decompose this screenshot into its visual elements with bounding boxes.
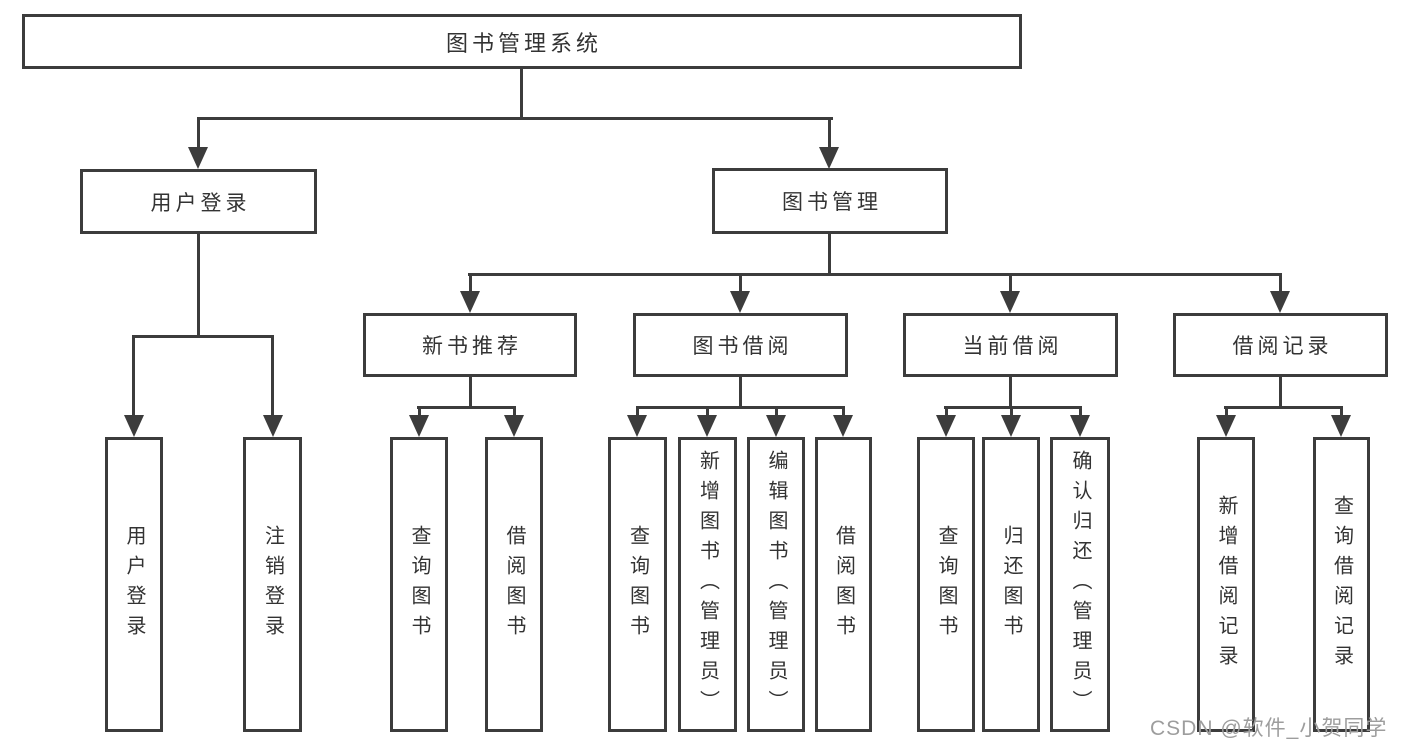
arrowhead-cb-query [936,415,956,437]
leaf-borrow-borrow: 借阅图书 [815,437,872,732]
connector-drop-bb-add [706,406,709,417]
csdn-watermark: CSDN @软件_小贺同学 [1150,717,1388,740]
connector-drop-cb-return [1010,406,1013,417]
connector-drop-br-add [1225,406,1228,417]
leaf-current-query: 查询图书 [917,437,975,732]
connector-drop-leaf-login [132,335,135,417]
node-current-borrow: 当前借阅 [903,313,1118,377]
connector-drop-leaf-logout [271,335,274,417]
arrowhead-leaf-login [124,415,144,437]
connector-drop-cb-query [945,406,948,417]
leaf-records-query-label: 查询借阅记录 [1330,494,1353,675]
leaf-logout-label: 注销登录 [261,524,284,645]
arrowhead-new-books [460,291,480,313]
connector-drop-nb-borrow [513,406,516,417]
leaf-borrow-query-label: 查询图书 [626,524,649,645]
connector-book-management-stem [828,234,831,276]
leaf-logout: 注销登录 [243,437,302,732]
connector-drop-user-login [197,117,200,149]
node-root-system-label: 图书管理系统 [445,30,602,56]
leaf-borrow-query: 查询图书 [608,437,667,732]
node-book-borrow: 图书借阅 [633,313,848,377]
connector-drop-bb-borrow [842,406,845,417]
node-user-login: 用户登录 [80,169,317,234]
arrowhead-nb-query [409,415,429,437]
arrowhead-current-borrow [1000,291,1020,313]
arrowhead-user-login [188,147,208,169]
leaf-current-return-label: 归还图书 [1000,524,1022,645]
arrowhead-book-management [819,147,839,169]
node-root-system: 图书管理系统 [22,14,1022,69]
leaf-newbooks-borrow-label: 借阅图书 [503,524,525,645]
leaf-current-confirm-admin-label: 确认归还（管理员） [1069,449,1091,720]
leaf-borrow-borrow-label: 借阅图书 [832,524,855,645]
connector-current-borrow-stem [1009,377,1012,408]
node-borrow-records: 借阅记录 [1173,313,1388,377]
arrowhead-book-borrow [730,291,750,313]
leaf-newbooks-query: 查询图书 [390,437,448,732]
connector-drop-current-borrow [1009,273,1012,293]
arrowhead-bb-borrow [833,415,853,437]
connector-drop-bb-edit [775,406,778,417]
leaf-records-add: 新增借阅记录 [1197,437,1255,732]
leaf-borrow-add-admin-label: 新增图书（管理员） [696,449,719,720]
leaf-current-query-label: 查询图书 [935,524,957,645]
connector-drop-br-query [1340,406,1343,417]
node-book-management: 图书管理 [712,168,948,234]
leaf-borrow-edit-admin: 编辑图书（管理员） [747,437,805,732]
connector-level1-hline [197,117,833,120]
connector-root-stem [520,69,523,120]
node-user-login-label: 用户登录 [150,191,251,215]
arrowhead-bb-query [627,415,647,437]
connector-drop-book-borrow [739,273,742,293]
connector-book-borrow-stem [739,377,742,408]
leaf-records-add-label: 新增借阅记录 [1215,494,1237,675]
arrowhead-leaf-logout [263,415,283,437]
leaf-current-return: 归还图书 [982,437,1040,732]
node-new-book-recommend-label: 新书推荐 [422,335,522,358]
node-current-borrow-label: 当前借阅 [962,335,1063,358]
connector-level3-hline [468,273,1282,276]
connector-new-books-stem [469,377,472,408]
node-book-management-label: 图书管理 [782,191,882,214]
arrowhead-bb-edit [766,415,786,437]
connector-drop-bb-query [636,406,639,417]
arrowhead-borrow-records [1270,291,1290,313]
connector-drop-new-books [469,273,472,293]
leaf-borrow-edit-admin-label: 编辑图书（管理员） [765,449,787,720]
leaf-borrow-add-admin: 新增图书（管理员） [678,437,737,732]
arrowhead-br-add [1216,415,1236,437]
connector-user-login-hline [132,335,274,338]
arrowhead-nb-borrow [504,415,524,437]
connector-borrow-records-stem [1279,377,1282,408]
arrowhead-br-query [1331,415,1351,437]
arrowhead-bb-add [697,415,717,437]
leaf-user-login: 用户登录 [105,437,163,732]
connector-drop-cb-confirm [1079,406,1082,417]
connector-drop-book-management [828,117,831,149]
node-borrow-records-label: 借阅记录 [1232,335,1333,358]
connector-user-login-stem [197,234,200,338]
connector-borrow-records-hline [1224,406,1343,409]
leaf-user-login-label: 用户登录 [123,524,145,645]
connector-drop-nb-query [418,406,421,417]
leaf-records-query: 查询借阅记录 [1313,437,1370,732]
arrowhead-cb-confirm [1070,415,1090,437]
connector-drop-borrow-records [1279,273,1282,293]
leaf-current-confirm-admin: 确认归还（管理员） [1050,437,1110,732]
connector-book-borrow-hline [636,406,845,409]
node-new-book-recommend: 新书推荐 [363,313,577,377]
connector-new-books-hline [417,406,516,409]
node-book-borrow-label: 图书借阅 [692,335,793,358]
leaf-newbooks-query-label: 查询图书 [408,524,430,645]
leaf-newbooks-borrow: 借阅图书 [485,437,543,732]
arrowhead-cb-return [1001,415,1021,437]
